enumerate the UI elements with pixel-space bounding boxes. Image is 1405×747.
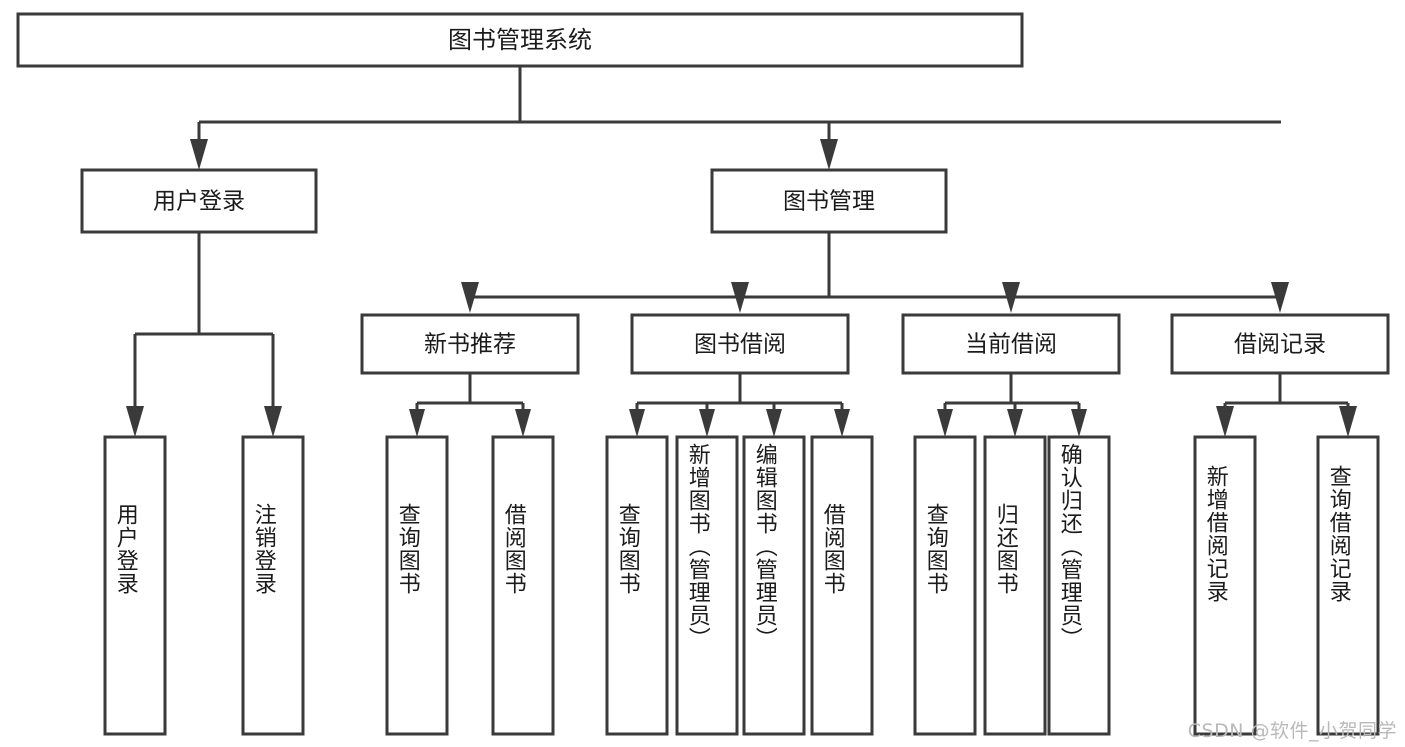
arrow-to-leaf-query-book-3	[937, 409, 953, 437]
node-leaf-add-book[interactable]	[675, 435, 739, 736]
arrow-to-book-borrow	[731, 282, 749, 313]
label-current-borrow: 当前借阅	[965, 332, 1057, 358]
connector-book-borrow-to-leaves	[635, 373, 844, 412]
label-book-borrow: 图书借阅	[694, 332, 786, 358]
arrow-to-leaf-borrow-book-2	[834, 409, 850, 437]
arrow-to-leaf-return-book	[1007, 409, 1023, 437]
node-leaf-query-record[interactable]	[1316, 435, 1380, 736]
node-borrow-record[interactable]	[1170, 313, 1390, 375]
connector-borrow-record-to-leaves	[1223, 373, 1350, 412]
arrow-to-new-book-rec	[461, 282, 479, 313]
connector-root-to-level2	[197, 66, 1281, 155]
node-leaf-query-book-2[interactable]	[605, 435, 669, 736]
arrow-to-leaf-add-record	[1216, 406, 1234, 437]
node-new-book-rec[interactable]	[360, 313, 580, 375]
node-leaf-logout[interactable]	[241, 435, 305, 736]
node-leaf-user-login[interactable]	[103, 435, 167, 736]
node-current-borrow[interactable]	[901, 313, 1121, 375]
node-leaf-borrow-book-2[interactable]	[810, 435, 874, 736]
arrow-to-book-manage	[820, 139, 838, 170]
arrow-to-leaf-query-book-1	[409, 409, 425, 437]
arrow-to-leaf-add-book	[699, 409, 715, 437]
connector-current-borrow-to-leaves	[943, 373, 1081, 412]
arrow-to-borrow-record	[1271, 282, 1289, 313]
node-leaf-query-book-1[interactable]	[385, 435, 449, 736]
node-leaf-add-record[interactable]	[1193, 435, 1257, 736]
node-leaf-borrow-book-1[interactable]	[491, 435, 555, 736]
label-new-book-rec: 新书推荐	[424, 332, 516, 358]
arrow-to-leaf-borrow-book-1	[515, 409, 531, 437]
label-user-login: 用户登录	[153, 189, 245, 215]
arrow-to-leaf-edit-book	[766, 409, 782, 437]
arrow-to-leaf-confirm-return	[1071, 409, 1087, 437]
label-borrow-record: 借阅记录	[1234, 332, 1326, 358]
node-leaf-query-book-3[interactable]	[913, 435, 977, 736]
watermark-text: CSDN @软件_小贺同学	[1187, 720, 1397, 742]
arrow-to-leaf-query-book-2	[629, 409, 645, 437]
node-leaf-confirm-return[interactable]	[1047, 435, 1111, 736]
arrow-to-leaf-query-record	[1339, 406, 1357, 437]
arrow-to-leaf-user-login	[126, 406, 144, 437]
node-book-borrow[interactable]	[630, 313, 850, 375]
connector-new-book-rec-to-leaves	[415, 373, 525, 412]
connector-user-login-to-leaves	[133, 232, 275, 420]
connector-book-manage-to-level3	[468, 232, 1282, 300]
arrow-to-current-borrow	[1002, 282, 1020, 313]
label-book-manage: 图书管理	[783, 189, 875, 215]
node-root[interactable]	[16, 12, 1024, 68]
arrow-to-leaf-logout	[264, 406, 282, 437]
node-leaf-edit-book[interactable]	[742, 435, 806, 736]
node-leaf-return-book[interactable]	[983, 435, 1047, 736]
node-user-login[interactable]	[80, 168, 318, 234]
arrow-to-user-login	[190, 139, 208, 170]
node-book-manage[interactable]	[710, 168, 948, 234]
label-root: 图书管理系统	[448, 26, 592, 54]
